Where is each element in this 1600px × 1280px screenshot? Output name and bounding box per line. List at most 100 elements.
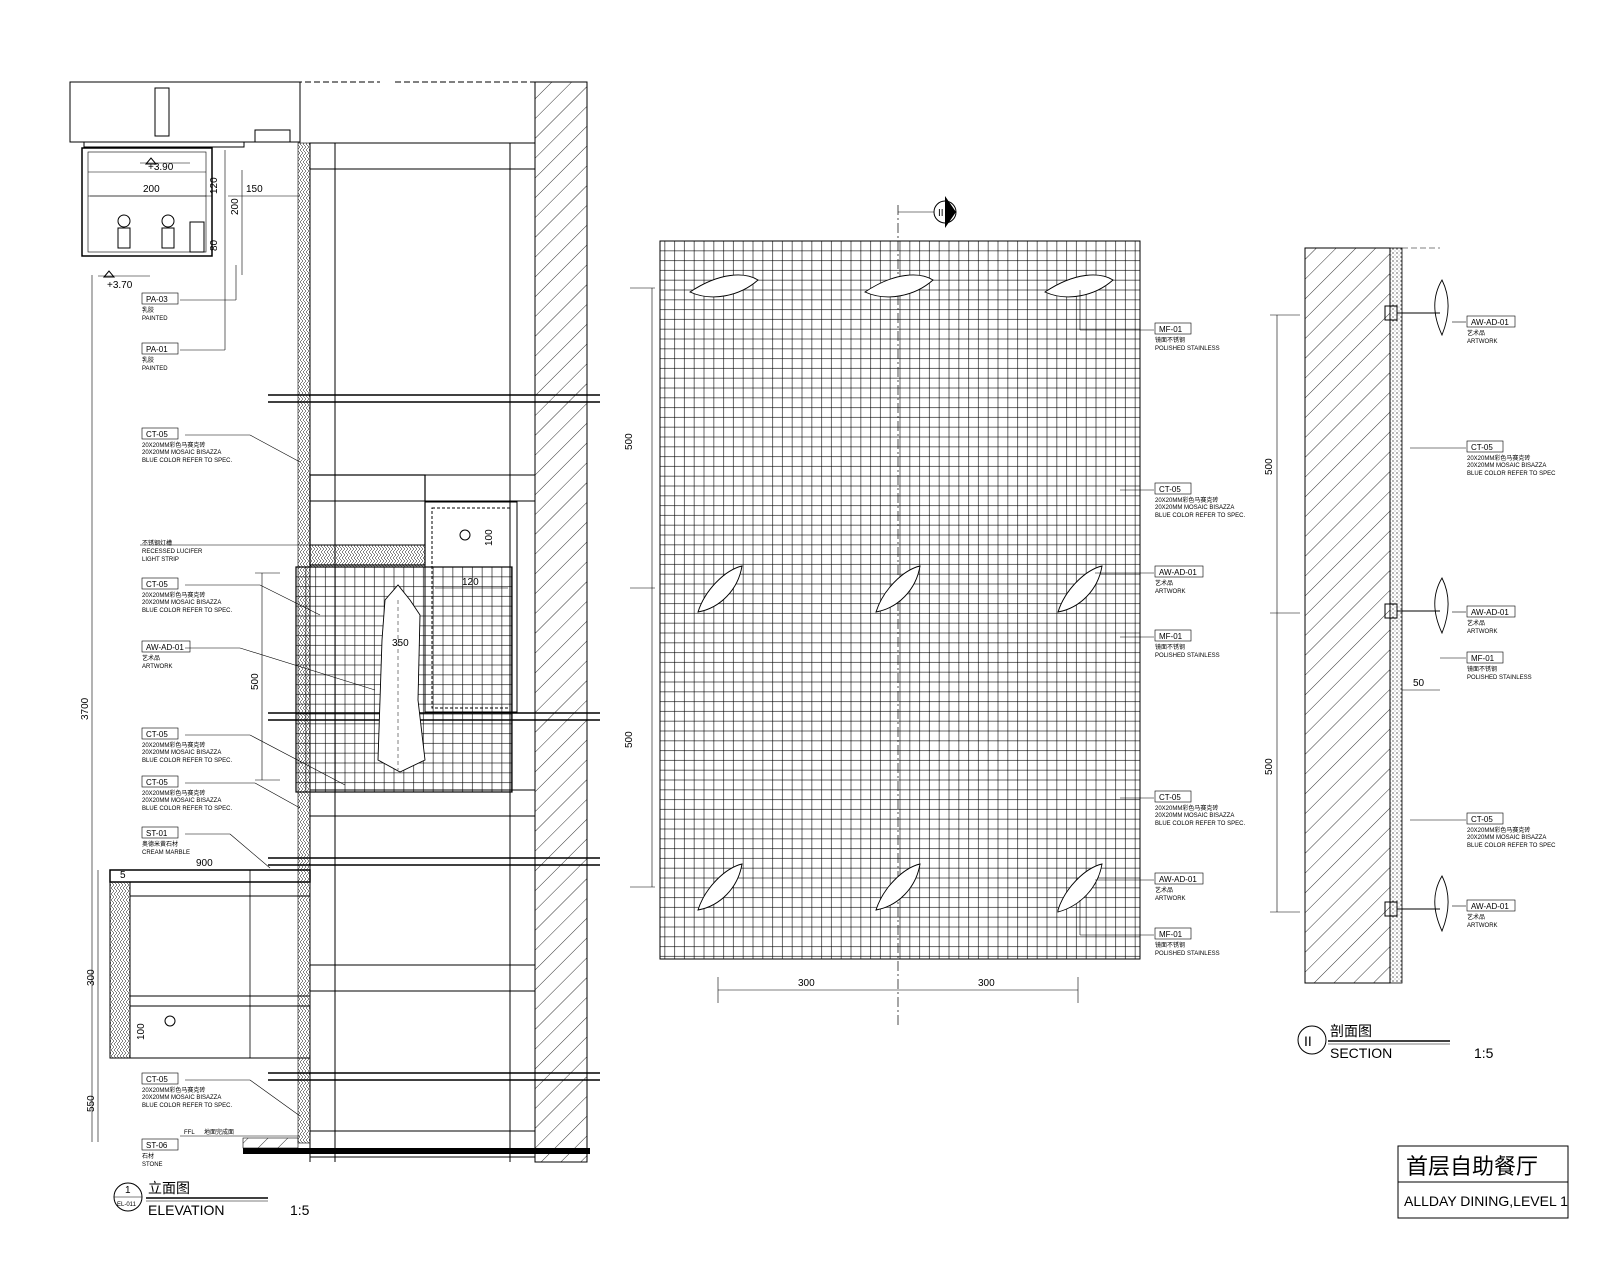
tag-ct-05-c: CT-05 20X20MM彩色马赛克砖 20X20MM MOSAIC BISAZ… <box>141 727 232 764</box>
svg-text:BLUE COLOR REFER TO SPEC.: BLUE COLOR REFER TO SPEC. <box>142 608 232 614</box>
section-title-en: SECTION <box>1330 1045 1392 1061</box>
dim-120: 120 <box>209 177 220 194</box>
svg-text:PAINTED: PAINTED <box>142 316 168 322</box>
plan-tag-ct-05-b: CT-05 20X20MM彩色马赛克砖 20X20MM MOSAIC BISAZ… <box>1154 790 1245 827</box>
svg-text:20X20MM MOSAIC BISAZZA: 20X20MM MOSAIC BISAZZA <box>1467 835 1546 841</box>
svg-text:BLUE COLOR REFER TO SPEC.: BLUE COLOR REFER TO SPEC. <box>142 806 232 812</box>
dim-100-a: 100 <box>484 529 495 546</box>
dim-900: 900 <box>196 858 213 869</box>
ffl-cn: 地面完成面 <box>204 1128 234 1136</box>
svg-text:MF-01: MF-01 <box>1471 654 1495 663</box>
svg-text:20X20MM MOSAIC BISAZZA: 20X20MM MOSAIC BISAZZA <box>142 1095 221 1101</box>
svg-text:艺术品: 艺术品 <box>1467 913 1485 921</box>
svg-text:20X20MM MOSAIC BISAZZA: 20X20MM MOSAIC BISAZZA <box>1467 463 1546 469</box>
svg-text:POLISHED STAINLESS: POLISHED STAINLESS <box>1155 653 1220 659</box>
svg-text:镜面不锈钢: 镜面不锈钢 <box>1467 665 1497 673</box>
svg-text:20X20MM MOSAIC BISAZZA: 20X20MM MOSAIC BISAZZA <box>142 600 221 606</box>
svg-text:AW-AD-01: AW-AD-01 <box>1471 608 1509 617</box>
mosaic-wall-view: II 500 500 300 300 <box>624 196 1245 1025</box>
dim-80: 80 <box>209 239 220 251</box>
leaf-section-icon <box>1434 577 1449 635</box>
section-scale: 1:5 <box>1474 1045 1494 1061</box>
svg-text:20X20MM彩色马赛克砖: 20X20MM彩色马赛克砖 <box>142 1086 205 1094</box>
svg-text:CT-05: CT-05 <box>1159 793 1181 802</box>
svg-text:POLISHED STAINLESS: POLISHED STAINLESS <box>1155 951 1220 957</box>
svg-text:AW-AD-01: AW-AD-01 <box>1159 568 1197 577</box>
svg-text:艺术品: 艺术品 <box>1155 886 1173 894</box>
svg-text:ARTWORK: ARTWORK <box>142 664 173 670</box>
elevation-title-en: ELEVATION <box>148 1202 225 1218</box>
plan-tag-mf-01-a: MF-01 镜面不锈钢 POLISHED STAINLESS <box>1154 322 1220 352</box>
svg-text:POLISHED STAINLESS: POLISHED STAINLESS <box>1467 675 1532 681</box>
leaf-section-icon <box>1434 279 1449 337</box>
svg-text:RECESSED LUCIFER: RECESSED LUCIFER <box>142 549 203 555</box>
svg-text:BLUE COLOR REFER TO SPEC: BLUE COLOR REFER TO SPEC <box>1467 471 1556 477</box>
title-block-cn: 首层自助餐厅 <box>1406 1154 1538 1179</box>
dim-3700: 3700 <box>80 697 91 720</box>
artwork-silhouette <box>377 584 426 773</box>
svg-text:20X20MM彩色马赛克砖: 20X20MM彩色马赛克砖 <box>142 591 205 599</box>
svg-text:MF-01: MF-01 <box>1159 632 1183 641</box>
svg-text:PA-03: PA-03 <box>146 295 168 304</box>
svg-text:乳胶: 乳胶 <box>142 306 154 314</box>
elevation-symbol-ref: EL-011 <box>117 1202 137 1208</box>
svg-text:ARTWORK: ARTWORK <box>1467 339 1498 345</box>
tag-ct-05-d: CT-05 20X20MM彩色马赛克砖 20X20MM MOSAIC BISAZ… <box>141 775 232 812</box>
tag-ct-05-a: CT-05 20X20MM彩色马赛克砖 20X20MM MOSAIC BISAZ… <box>141 427 232 464</box>
svg-text:BLUE COLOR REFER TO SPEC.: BLUE COLOR REFER TO SPEC. <box>142 458 232 464</box>
svg-text:AW-AD-01: AW-AD-01 <box>1471 902 1509 911</box>
plan-dim-300-a: 300 <box>798 978 815 989</box>
section-marker-label: II <box>938 208 944 219</box>
svg-text:MF-01: MF-01 <box>1159 325 1183 334</box>
elevation-view: +3.90 +3.70 200 120 150 200 80 3700 100 <box>69 81 600 1218</box>
svg-text:ST-06: ST-06 <box>146 1141 168 1150</box>
svg-text:镜面不锈钢: 镜面不锈钢 <box>1155 643 1185 651</box>
ffl-label: FFL <box>184 1130 195 1136</box>
dim-150: 150 <box>246 184 263 195</box>
plan-tag-ct-05-a: CT-05 20X20MM彩色马赛克砖 20X20MM MOSAIC BISAZ… <box>1154 482 1245 519</box>
svg-text:20X20MM MOSAIC BISAZZA: 20X20MM MOSAIC BISAZZA <box>1155 505 1234 511</box>
svg-text:BLUE COLOR REFER TO SPEC.: BLUE COLOR REFER TO SPEC. <box>1155 821 1245 827</box>
svg-text:CT-05: CT-05 <box>146 730 168 739</box>
section-wall <box>1304 247 1391 984</box>
section-tag-aw-ad-01-c: AW-AD-01 艺术品 ARTWORK <box>1466 899 1516 929</box>
leaf-icon <box>697 863 743 911</box>
svg-text:20X20MM MOSAIC BISAZZA: 20X20MM MOSAIC BISAZZA <box>1155 813 1234 819</box>
tag-aw-ad-01: AW-AD-01 艺术品 ARTWORK <box>141 640 191 670</box>
title-block: 首层自助餐厅 ALLDAY DINING,LEVEL 1 <box>1397 1145 1569 1219</box>
level-370: +3.70 <box>107 280 133 291</box>
structural-wall <box>534 81 588 1163</box>
plan-tag-aw-ad-01-a: AW-AD-01 艺术品 ARTWORK <box>1154 565 1204 595</box>
elevation-title-cn: 立面图 <box>148 1180 190 1196</box>
svg-text:CREAM MARBLE: CREAM MARBLE <box>142 850 190 856</box>
leaf-icon <box>697 565 743 613</box>
dim-200: 200 <box>143 184 160 195</box>
leaf-icon <box>875 565 921 613</box>
svg-text:PAINTED: PAINTED <box>142 366 168 372</box>
leaf-icon <box>875 863 921 911</box>
svg-text:镜面不锈钢: 镜面不锈钢 <box>1155 336 1185 344</box>
svg-text:20X20MM彩色马赛克砖: 20X20MM彩色马赛克砖 <box>142 441 205 449</box>
tag-pa-03: PA-03 乳胶 PAINTED <box>141 292 179 322</box>
svg-text:BLUE COLOR REFER TO SPEC.: BLUE COLOR REFER TO SPEC. <box>142 758 232 764</box>
svg-text:20X20MM MOSAIC BISAZZA: 20X20MM MOSAIC BISAZZA <box>142 450 221 456</box>
elevation-title: 1 EL-011 立面图 ELEVATION 1:5 <box>113 1180 310 1218</box>
svg-text:CT-05: CT-05 <box>1471 815 1493 824</box>
elevation-scale: 1:5 <box>290 1202 310 1218</box>
svg-text:CT-05: CT-05 <box>146 580 168 589</box>
svg-text:20X20MM彩色马赛克砖: 20X20MM彩色马赛克砖 <box>142 789 205 797</box>
svg-text:20X20MM MOSAIC BISAZZA: 20X20MM MOSAIC BISAZZA <box>142 750 221 756</box>
leaf-icon <box>1044 274 1114 298</box>
leaf-icon <box>864 274 934 298</box>
leaf-icon <box>1057 863 1103 913</box>
svg-text:MF-01: MF-01 <box>1159 930 1183 939</box>
plan-dim-500-a: 500 <box>624 433 635 450</box>
section-dim-50: 50 <box>1413 678 1425 689</box>
section-tag-aw-ad-01-b: AW-AD-01 艺术品 ARTWORK <box>1466 605 1516 635</box>
svg-text:ARTWORK: ARTWORK <box>1155 589 1186 595</box>
svg-text:LIGHT STRIP: LIGHT STRIP <box>142 557 179 563</box>
leaf-section-icon <box>1434 875 1449 933</box>
svg-text:ARTWORK: ARTWORK <box>1467 629 1498 635</box>
tag-ct-05-b: CT-05 20X20MM彩色马赛克砖 20X20MM MOSAIC BISAZ… <box>141 577 232 614</box>
